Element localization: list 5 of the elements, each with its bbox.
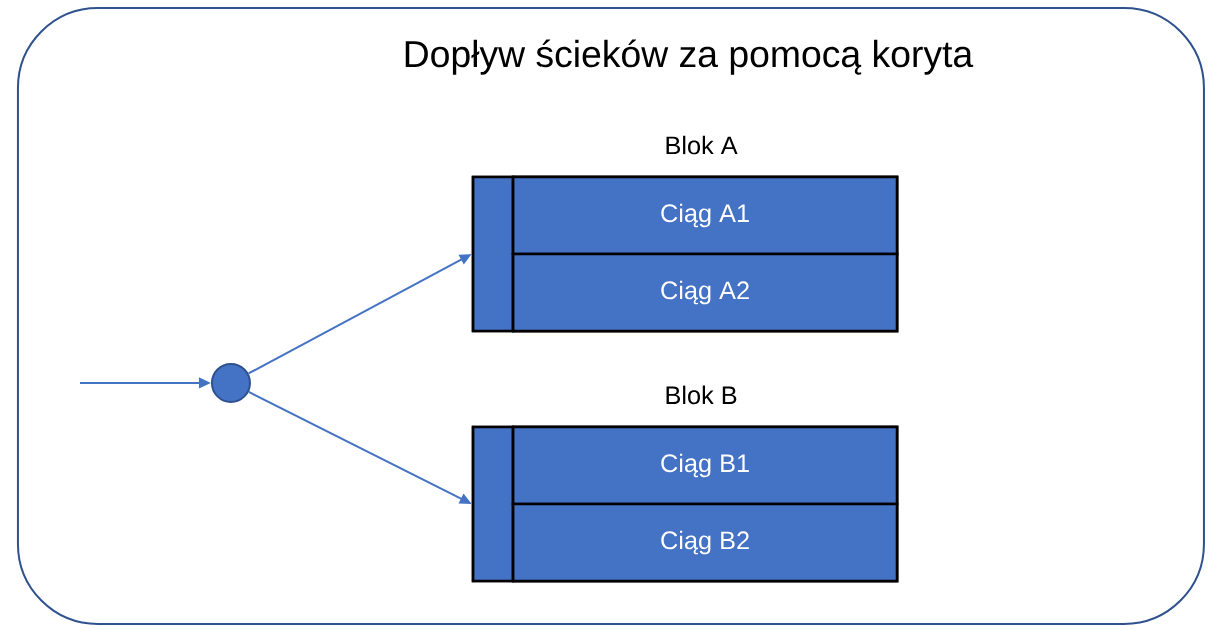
channel-bar (471, 175, 515, 333)
node-label: Blok A (666, 135, 738, 155)
junction-circle (210, 362, 251, 403)
node-label: Blok B (666, 385, 737, 405)
channel-bar (471, 425, 515, 583)
